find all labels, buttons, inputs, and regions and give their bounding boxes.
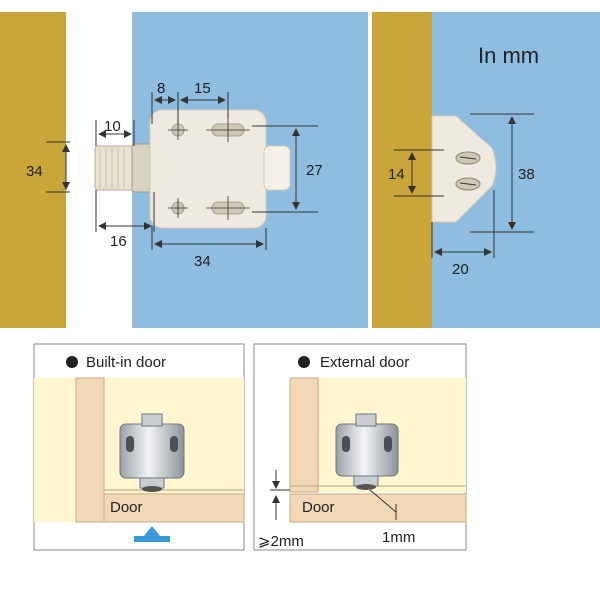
top-technical-drawing: In mm 34 — [0, 12, 600, 328]
dim-plunger-width: 10 — [95, 118, 135, 146]
svg-text:10: 10 — [104, 118, 121, 135]
strike-plate — [431, 115, 497, 223]
svg-text:34: 34 — [26, 163, 43, 180]
latch-plunger — [94, 143, 155, 193]
offset-label: 1mm — [382, 529, 415, 546]
dim-strike-depth: 20 — [431, 190, 495, 278]
gap-label: ⩾2mm — [258, 533, 304, 550]
push-arrow-icon — [144, 526, 160, 536]
svg-text:8: 8 — [157, 80, 165, 97]
dim-strike-inner: 14 — [388, 149, 444, 197]
dim-hole-spacing: 8 15 — [151, 80, 229, 124]
svg-text:14: 14 — [388, 166, 405, 183]
bullet-icon — [66, 356, 78, 368]
unit-label: In mm — [478, 43, 539, 68]
svg-text:38: 38 — [518, 166, 535, 183]
external-title: External door — [320, 354, 409, 371]
bullet-icon — [298, 356, 310, 368]
panel-builtin-door: Built-in door Door — [33, 343, 245, 551]
latch-body — [149, 109, 291, 229]
dim-gap: ⩾2mm — [258, 470, 304, 550]
panel-external-door: External door Door ⩾2mm 1mm — [253, 343, 467, 551]
svg-text:20: 20 — [452, 261, 469, 278]
builtin-title: Built-in door — [86, 354, 166, 371]
latch-metal-external — [335, 413, 399, 490]
dim-edge-height: 34 — [26, 141, 70, 193]
external-door-label: Door — [302, 499, 335, 516]
builtin-door-label: Door — [110, 499, 143, 516]
latch-metal-builtin — [119, 413, 185, 492]
svg-text:16: 16 — [110, 233, 127, 250]
svg-text:15: 15 — [194, 80, 211, 97]
dim-plunger-offset: 16 — [95, 190, 155, 250]
svg-text:27: 27 — [306, 162, 323, 179]
wood-door-right — [372, 12, 432, 328]
dim-offset: 1mm — [369, 489, 415, 546]
wood-edge-left — [0, 12, 66, 328]
svg-text:34: 34 — [194, 253, 211, 270]
dim-body-height: 27 — [252, 125, 323, 213]
dim-body-length: 34 — [151, 226, 267, 270]
dim-strike-height: 38 — [470, 113, 535, 233]
